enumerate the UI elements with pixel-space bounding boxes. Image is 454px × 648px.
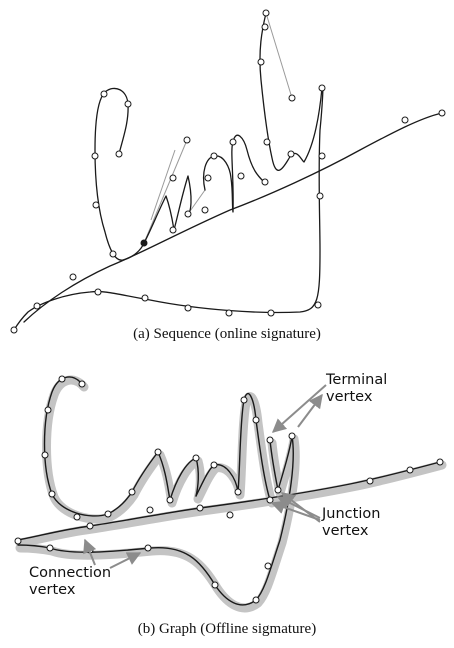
pen-down-strokes <box>13 12 443 331</box>
junction-label-line2: vertex <box>322 523 369 539</box>
terminal-label-line1: Terminal <box>326 372 388 388</box>
caption-online-signature: (a) Sequence (online signature) <box>133 326 321 342</box>
junction-vertex-label: Junction vertex <box>322 506 380 540</box>
graph-vertices <box>14 375 444 604</box>
sample-points <box>10 9 446 334</box>
stroke-underline <box>13 112 443 331</box>
arrow-junction-2 <box>270 500 321 521</box>
pen-up-segments <box>143 12 293 244</box>
online-signature-panel <box>10 9 446 334</box>
arrow-connection-2 <box>109 552 142 569</box>
arrow-junction-3 <box>280 492 321 523</box>
annotation-arrows <box>83 384 327 569</box>
stroke-letter-y <box>13 12 324 331</box>
offline-signature-panel <box>14 375 447 613</box>
arrow-terminal-1 <box>271 384 327 433</box>
arrow-connection-1 <box>83 538 97 566</box>
connection-label-line2: vertex <box>29 582 76 598</box>
edge-letter-d <box>237 393 271 501</box>
terminal-vertex-label: Terminal vertex <box>326 372 387 406</box>
connection-vertex-label: Connection vertex <box>29 565 111 599</box>
terminal-label-line2: vertex <box>326 389 373 405</box>
caption-offline-signature: (b) Graph (Offline sigmature) <box>137 621 317 637</box>
stroke-letter-c <box>94 87 145 261</box>
connection-label-line1: Connection <box>29 565 112 581</box>
arrow-terminal-2 <box>297 393 323 428</box>
junction-label-line1: Junction <box>322 506 381 522</box>
